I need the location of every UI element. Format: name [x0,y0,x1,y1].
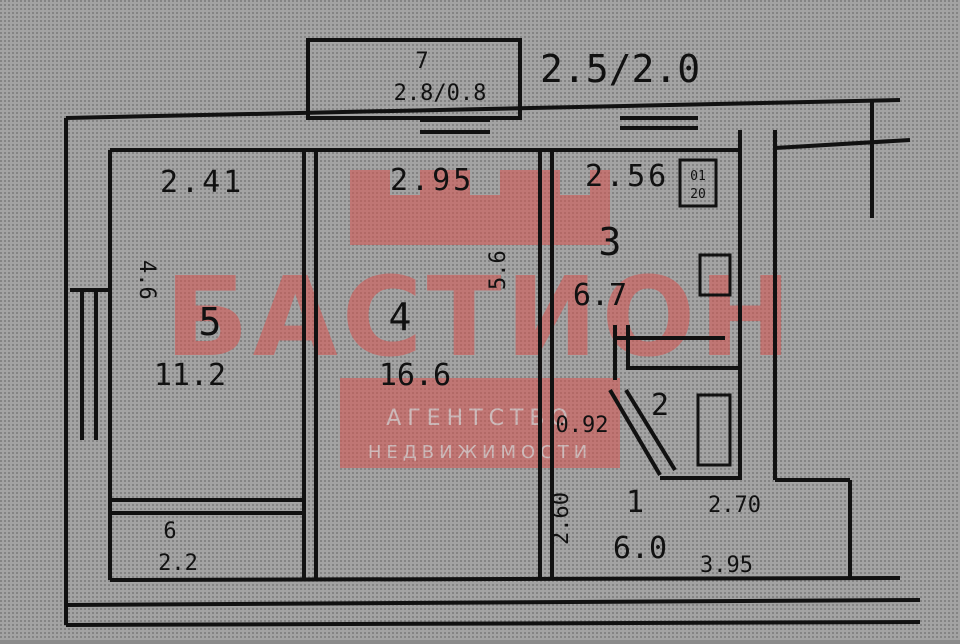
room-6-area: 2.2 [158,551,198,576]
watermark-line1: АГЕНТСТВО [386,406,574,431]
room-4-width: 2.95 [390,163,474,198]
room-2-area: 0.92 [556,413,609,438]
watermark-brand: БАСТИОН [165,253,795,381]
watermark-band [340,378,620,468]
balcony-area: 2.8/0.8 [394,81,487,106]
room-1-area: 6.0 [613,531,667,566]
watermark-line2: НЕДВИЖИМОСТИ [368,442,592,463]
balcony-number: 7 [415,49,428,74]
watermark: БАСТИОН АГЕНТСТВО НЕДВИЖИМОСТИ [165,170,795,468]
room-4-side: 5.6 [486,250,511,290]
balcony-outline [306,38,522,120]
room-5-width: 2.41 [160,165,244,200]
room-5-number: 5 [199,300,222,344]
room-3-number: 3 [599,220,622,264]
room-2-number: 2 [651,388,669,423]
bath-icon [696,393,732,467]
stove-label: 01 [690,169,706,184]
room-3-area: 6.7 [573,278,627,313]
watermark-crown-icon [350,170,610,245]
room-1-number: 1 [626,485,644,520]
room-1-width: 2.70 [708,493,761,518]
top-note: 2.5/2.0 [540,47,700,91]
room-5-area: 11.2 [154,358,226,393]
stove-icon [678,158,718,208]
sink-icon [698,253,732,297]
room-1-side: 2.60 [549,492,574,545]
room-6-number: 6 [163,519,176,544]
fixtures [678,158,732,467]
room-1-length: 3.95 [700,553,753,578]
room-4-number: 4 [389,295,412,339]
room-3-width: 2.56 [585,159,669,194]
stove-label: 20 [690,187,706,202]
room-5-side: 4.6 [134,260,159,300]
room-4-area: 16.6 [379,358,451,393]
walls [64,38,921,627]
